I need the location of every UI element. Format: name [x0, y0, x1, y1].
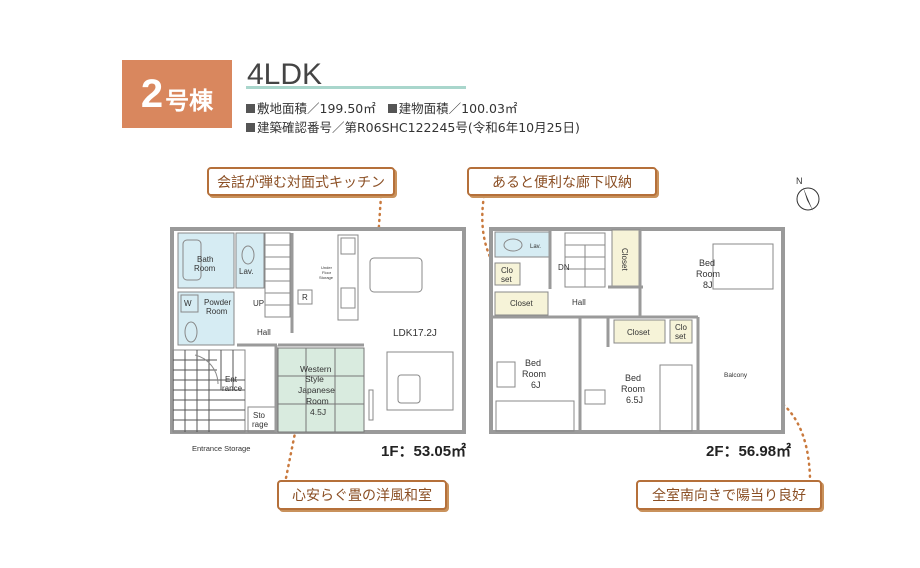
wc-label: Lav.: [530, 244, 541, 250]
closet-small-1: [494, 262, 521, 286]
bed8-label-2: Room: [696, 269, 720, 279]
dn-label: DN: [558, 263, 570, 272]
ldk-label: LDK17.2J: [393, 328, 437, 339]
floor2-area: 2F：56.98㎡: [706, 443, 792, 460]
hall-storage-leader: [481, 194, 495, 265]
dining-table: [369, 257, 423, 293]
building-area: 建物面積／100.03㎡: [398, 101, 518, 116]
under-floor-label-3: Storage: [319, 275, 334, 280]
japanese-label-3: Japanese: [298, 385, 335, 395]
closet-hall: [494, 291, 549, 316]
lav-label: Lav.: [239, 267, 254, 276]
closet-hall-label: Closet: [510, 299, 533, 308]
building-suffix: 号棟: [165, 86, 214, 115]
desk-65: [584, 389, 606, 405]
hall-2f-label: Hall: [572, 298, 586, 307]
bed8-label-1: Bed: [699, 258, 715, 268]
bed-6j: [495, 400, 575, 432]
storage-label-1: Sto: [253, 411, 266, 420]
japanese-label-4: Room: [306, 396, 329, 406]
bed65-label-1: Bed: [625, 373, 641, 383]
powder-room: [177, 291, 235, 346]
storage-label-2: rage: [252, 420, 269, 429]
closet-small-2: [669, 319, 693, 344]
under-floor-label-1: Under: [321, 265, 333, 270]
japanese-room-leader: [284, 416, 300, 480]
floor1-area: 1F：53.05㎡: [381, 443, 467, 460]
bed6-label-3: 6J: [531, 380, 541, 390]
bed6-label-2: Room: [522, 369, 546, 379]
closet-vertical-label: Closet: [620, 248, 629, 271]
up-label: UP: [253, 299, 264, 308]
wc-room: [494, 231, 551, 258]
sofa: [386, 351, 454, 411]
hall-label: Hall: [257, 328, 271, 337]
closet-small1-label-2: set: [501, 275, 512, 284]
closet-65-label: Closet: [627, 328, 650, 337]
layout-type: 4LDK: [247, 58, 323, 91]
callout-japanese-room: 心安らぐ畳の洋風和室: [277, 480, 447, 510]
lav-room: [235, 232, 265, 289]
closet-65: [613, 319, 666, 344]
permit-info: 建築確認番号／第R06SHC122245号(令和6年10月25日): [246, 117, 580, 136]
bath-label-1: Bath: [197, 255, 213, 264]
bed65-label-3: 6.5J: [626, 395, 643, 405]
closet-small2-label-1: Clo: [675, 323, 688, 332]
closet-vertical: [611, 229, 641, 288]
powder-label-2: Room: [206, 307, 228, 316]
building-number: 2: [140, 71, 164, 116]
compass-icon: N: [796, 176, 820, 211]
bed6-label-1: Bed: [525, 358, 541, 368]
washer-label: W: [184, 299, 192, 308]
bed-65: [659, 364, 693, 432]
kitchen-counter: [337, 234, 359, 321]
desk-6j: [496, 361, 516, 388]
callout-south-facing: 全室南向きで陽当り良好: [636, 480, 822, 510]
refrigerator-label: R: [302, 293, 308, 302]
powder-label-1: Powder: [204, 298, 231, 307]
compass-label: N: [796, 176, 803, 186]
japanese-label-2: Style: [305, 374, 324, 384]
callout-kitchen: 会話が弾む対面式キッチン: [207, 167, 395, 196]
bath-room: [177, 232, 235, 289]
bed-8j: [712, 243, 774, 290]
entrance-label-1: Ent: [225, 375, 238, 384]
bed65-label-2: Room: [621, 384, 645, 394]
japanese-room: [277, 347, 365, 433]
closet-small1-label-1: Clo: [501, 266, 514, 275]
staircase: [264, 232, 291, 318]
callout-hall-storage: あると便利な廊下収納: [467, 167, 657, 196]
area-info: 敷地面積／199.50㎡ 建物面積／100.03㎡: [246, 98, 517, 117]
under-floor-label-2: Floor: [322, 270, 332, 275]
bath-label-2: Room: [194, 264, 216, 273]
bed8-label-3: 8J: [703, 280, 713, 290]
japanese-label-5: 4.5J: [310, 407, 326, 417]
entrance-storage-label: Entrance Storage: [192, 444, 250, 453]
entrance-label-2: rance: [222, 384, 243, 393]
japanese-label-1: Western: [300, 364, 332, 374]
permit-number: 建築確認番号／第R06SHC122245号(令和6年10月25日): [257, 120, 580, 135]
title-underline: [246, 86, 466, 89]
south-leader: [761, 390, 812, 480]
balcony-label: Balcony: [724, 372, 748, 379]
site-area: 敷地面積／199.50㎡: [257, 101, 376, 116]
refrigerator: [297, 289, 313, 305]
closet-small2-label-2: set: [675, 332, 686, 341]
